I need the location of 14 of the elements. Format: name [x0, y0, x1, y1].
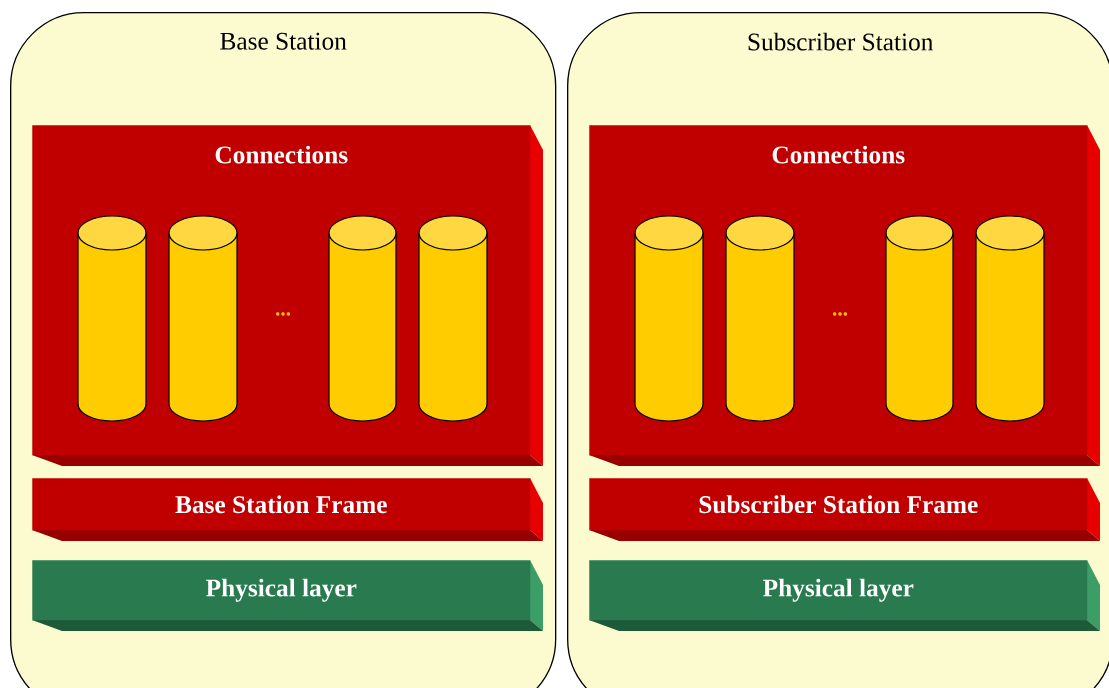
cylinder — [885, 215, 954, 422]
physical-layer-bar: Physical layer — [32, 560, 543, 631]
cylinder — [328, 215, 397, 422]
cylinder — [725, 215, 795, 422]
ellipsis: ... — [832, 312, 848, 316]
frame-bar: Subscriber Station Frame — [589, 478, 1100, 541]
physical-layer-bar: Physical layer — [589, 560, 1100, 631]
cylinder — [418, 215, 488, 422]
cylinder — [77, 215, 147, 422]
frame-bar: Base Station Frame — [32, 478, 543, 541]
ellipsis: ... — [275, 312, 291, 316]
cylinder — [168, 215, 238, 422]
cylinder — [634, 215, 704, 422]
cylinder — [975, 215, 1045, 422]
